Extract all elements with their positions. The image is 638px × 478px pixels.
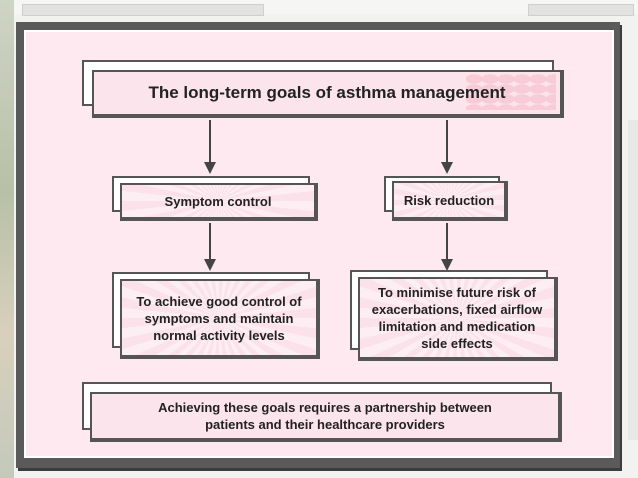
arrow-symptom-to-description	[204, 223, 216, 271]
top-tab	[528, 4, 634, 16]
title-dot-pattern	[466, 74, 556, 110]
right-scroll-area	[628, 120, 638, 440]
arrow-title-to-risk	[441, 120, 453, 174]
arrow-risk-to-description	[441, 223, 453, 271]
symptom-control-label: Symptom control	[164, 193, 272, 209]
risk-reduction-label: Risk reduction	[403, 192, 495, 208]
top-tab	[22, 4, 264, 16]
symptom-description-box: To achieve good control of symptoms and …	[120, 279, 320, 359]
title-box: The long-term goals of asthma management	[92, 70, 564, 118]
diagram-title: The long-term goals of asthma management	[148, 83, 506, 102]
risk-description-text: To minimise future risk of exacerbations…	[371, 285, 543, 351]
arrow-title-to-symptom	[204, 120, 216, 174]
symptom-description-text: To achieve good control of symptoms and …	[136, 293, 302, 343]
risk-reduction-box: Risk reduction	[392, 181, 508, 221]
footer-box: Achieving these goals requires a partner…	[90, 392, 562, 442]
backdrop-left	[0, 0, 14, 478]
symptom-control-box: Symptom control	[120, 183, 318, 221]
risk-description-box: To minimise future risk of exacerbations…	[358, 277, 558, 361]
footer-text: Achieving these goals requires a partner…	[158, 400, 492, 432]
